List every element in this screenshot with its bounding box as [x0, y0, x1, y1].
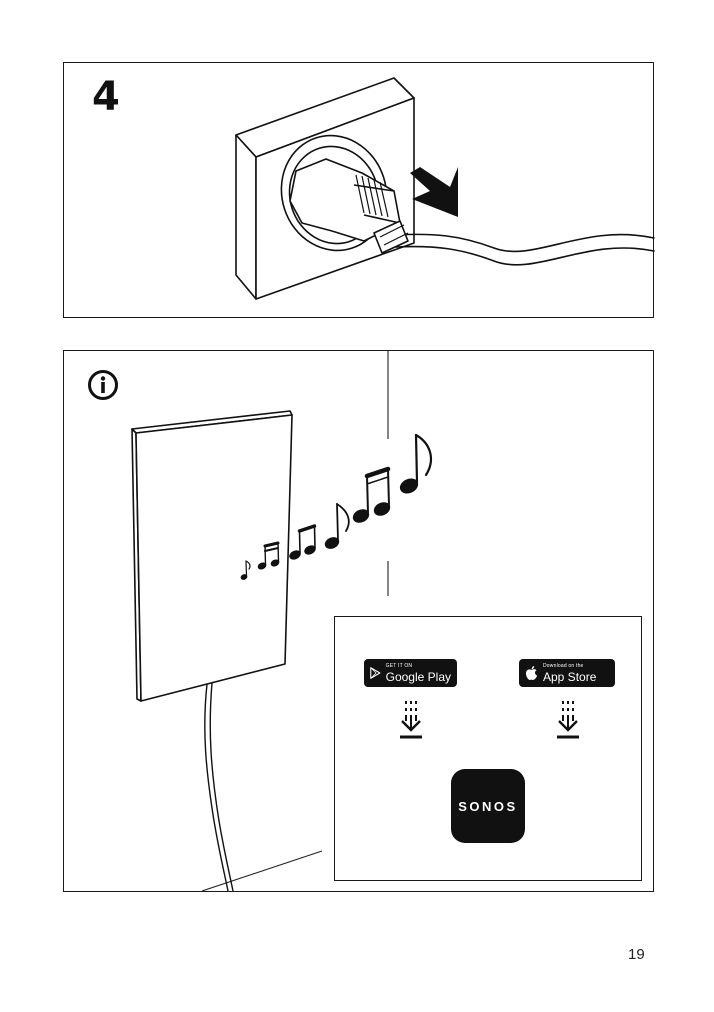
app-download-box: GET IT ON Google Play Download on the Ap… — [334, 616, 642, 881]
speaker-wall-illustration — [131, 351, 433, 892]
info-panel: GET IT ON Google Play Download on the Ap… — [63, 350, 654, 892]
google-play-label: Google Play — [385, 669, 451, 684]
speaker-frame — [131, 410, 293, 702]
sonos-app-label: SONOS — [458, 798, 518, 814]
apple-icon — [526, 666, 537, 680]
power-plug — [289, 158, 409, 254]
play-triangle-icon — [370, 667, 381, 679]
download-arrow-icon — [557, 701, 579, 739]
push-arrow-icon — [410, 167, 458, 217]
wall-corner-lines — [201, 351, 389, 892]
app-store-small-text: Download on the — [543, 662, 584, 669]
info-icon — [88, 370, 118, 400]
app-store-badge[interactable]: Download on the App Store — [519, 659, 615, 687]
plug-into-socket-illustration — [235, 77, 655, 300]
step-number: 4 — [92, 74, 120, 120]
sonos-app-icon[interactable]: SONOS — [451, 769, 525, 843]
app-store-label: App Store — [543, 669, 597, 684]
speaker-cable — [204, 682, 234, 892]
power-cable — [393, 233, 655, 266]
page-number: 19 — [628, 946, 645, 963]
music-notes-icon — [240, 433, 433, 580]
step-panel: 4 — [63, 62, 655, 318]
google-play-badge[interactable]: GET IT ON Google Play — [364, 659, 457, 687]
download-arrow-icon — [400, 701, 422, 739]
google-play-small-text: GET IT ON — [385, 662, 413, 669]
